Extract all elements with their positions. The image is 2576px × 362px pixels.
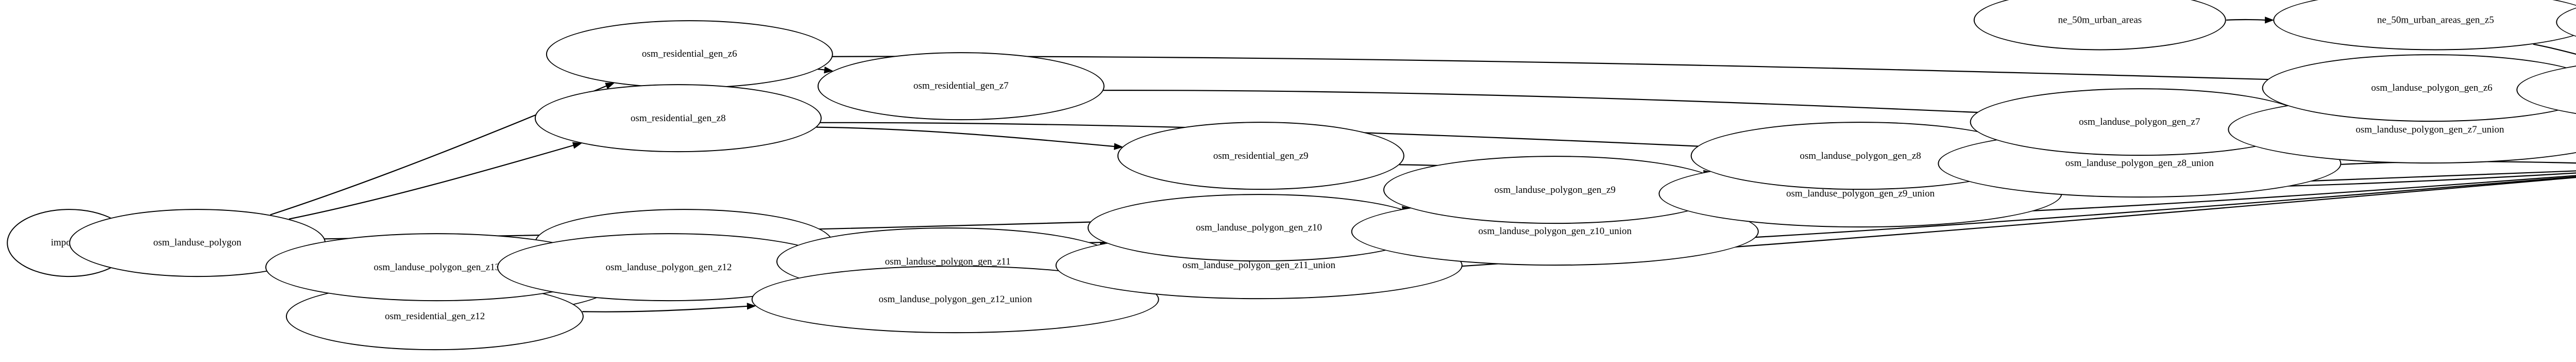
node-label: osm_landuse_polygon_gen_z12_union xyxy=(878,294,1032,305)
graph-edge-arrowhead xyxy=(2265,17,2275,24)
node-label: osm_residential_gen_z7 xyxy=(913,80,1009,92)
node-label: ne_50m_urban_areas xyxy=(2058,14,2142,26)
graph-node-ne-50m-urban-areas-gen-z5[interactable]: ne_50m_urban_areas_gen_z5 xyxy=(2273,0,2576,51)
graph-node-osm-residential-gen-z8[interactable]: osm_residential_gen_z8 xyxy=(535,84,822,153)
graph-node-osm-landuse-polygon-gen-z6[interactable]: osm_landuse_polygon_gen_z6 xyxy=(2262,54,2576,122)
graph-edge xyxy=(582,305,748,312)
node-label: osm_landuse_polygon_gen_z9 xyxy=(1494,184,1616,195)
graph-node-osm-residential-gen-z9[interactable]: osm_residential_gen_z9 xyxy=(1117,122,1404,190)
node-label: osm_landuse_polygon_gen_z9_union xyxy=(1786,188,1935,200)
graph-node-osm-residential-gen-z7[interactable]: osm_residential_gen_z7 xyxy=(818,52,1105,120)
node-label: ne_50m_urban_areas_gen_z5 xyxy=(2377,14,2494,26)
node-label: osm_landuse_polygon xyxy=(153,237,242,249)
graph-node-osm-residential-gen-z6[interactable]: osm_residential_gen_z6 xyxy=(546,20,833,88)
node-label: osm_residential_gen_z12 xyxy=(385,311,485,322)
node-label: osm_landuse_polygon_gen_z7_union xyxy=(2355,124,2504,135)
node-label: osm_landuse_polygon_gen_z11_union xyxy=(1182,260,1336,271)
graph-edge-arrowhead xyxy=(572,142,582,149)
graph-edge xyxy=(816,126,1115,147)
graph-edge xyxy=(818,69,826,71)
graph-edge xyxy=(2533,43,2576,55)
graph-node-ne-50m-urban-areas[interactable]: ne_50m_urban_areas xyxy=(1973,0,2227,51)
graph-edge xyxy=(289,144,574,220)
node-label: osm_landuse_polygon_gen_z13 xyxy=(374,261,500,273)
node-label: osm_residential_gen_z6 xyxy=(641,48,737,60)
node-label: osm_landuse_polygon_gen_z7 xyxy=(2079,117,2200,128)
node-label: osm_residential_gen_z8 xyxy=(630,112,726,124)
node-label: osm_landuse_polygon_gen_z10 xyxy=(1196,222,1322,234)
node-label: osm_landuse_polygon_gen_z8_union xyxy=(2065,158,2214,169)
node-label: osm_landuse_polygon_gen_z10_union xyxy=(1478,226,1632,237)
node-label: osm_landuse_polygon_gen_z12 xyxy=(605,261,732,273)
node-label: osm_landuse_polygon_gen_z11 xyxy=(885,256,1011,267)
node-label: osm_landuse_polygon_gen_z8 xyxy=(1800,150,1921,161)
node-label: osm_residential_gen_z9 xyxy=(1213,150,1309,161)
node-label: osm_landuse_polygon_gen_z6 xyxy=(2371,83,2493,94)
